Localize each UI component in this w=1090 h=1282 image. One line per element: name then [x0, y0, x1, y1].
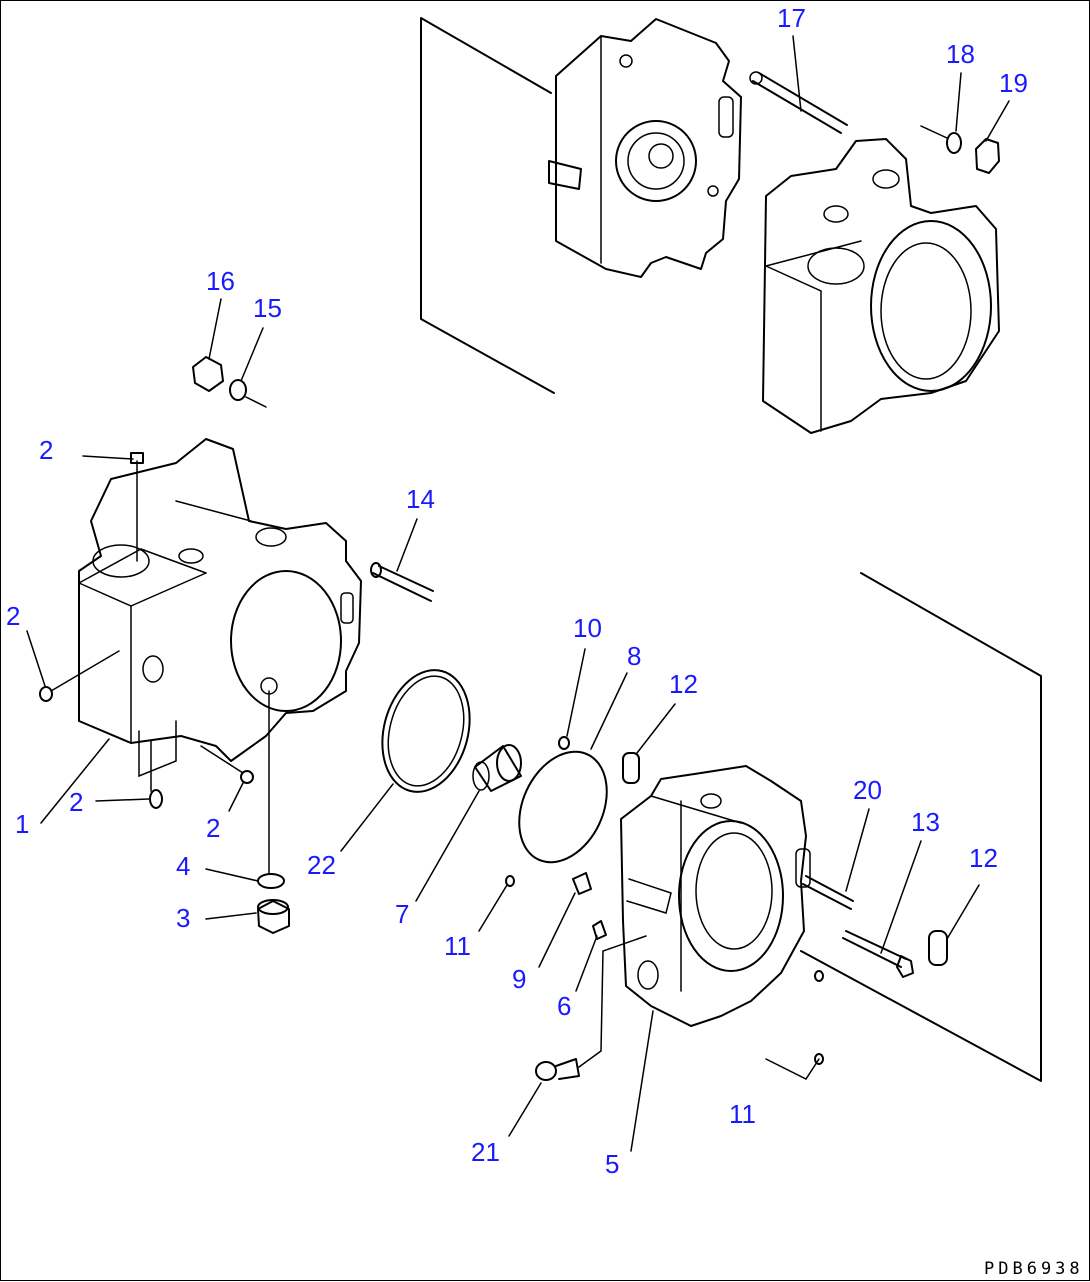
eyebolt-part-21 — [535, 935, 647, 1081]
callout-18: 18 — [946, 39, 975, 69]
callout-19: 19 — [999, 68, 1028, 98]
callout-11: 11 — [444, 931, 471, 961]
leader-lines — [26, 35, 1010, 1152]
callout-2: 2 — [69, 787, 83, 817]
stud-part-14 — [370, 562, 434, 602]
bearing-part-7 — [472, 744, 522, 792]
callout-2: 2 — [206, 813, 220, 843]
callout-14: 14 — [406, 484, 435, 514]
callout-12: 12 — [669, 669, 698, 699]
callout-7: 7 — [395, 899, 409, 929]
callout-2: 2 — [6, 601, 20, 631]
callout-2: 2 — [39, 435, 53, 465]
callout-21: 21 — [471, 1137, 500, 1167]
plate-part-12 — [622, 752, 948, 966]
callout-10: 10 — [573, 613, 602, 643]
callout-labels: 1 2 2 2 2 3 4 5 6 7 8 9 10 11 11 12 12 1… — [6, 3, 1028, 1179]
callout-1: 1 — [15, 809, 29, 839]
callout-12: 12 — [969, 843, 998, 873]
top-reference-assembly — [420, 17, 1000, 434]
pump-case-part-1 — [78, 438, 362, 874]
plug-part-3 — [257, 873, 290, 934]
callout-4: 4 — [176, 851, 190, 881]
callout-9: 9 — [512, 964, 526, 994]
small-parts-6-9-10-11 — [505, 736, 824, 1065]
callout-20: 20 — [853, 775, 882, 805]
callout-8: 8 — [627, 641, 641, 671]
callout-16: 16 — [206, 266, 235, 296]
callout-15: 15 — [253, 293, 282, 323]
seal-ring-part-22 — [381, 669, 471, 793]
callout-3: 3 — [176, 903, 190, 933]
end-case-part-5 — [620, 572, 1042, 1082]
callout-6: 6 — [557, 991, 571, 1021]
callout-11: 11 — [729, 1099, 756, 1129]
nut-washer-15-16 — [192, 356, 267, 408]
callout-17: 17 — [777, 3, 806, 33]
callout-22: 22 — [307, 850, 336, 880]
o-ring-part-8 — [518, 750, 608, 864]
callout-13: 13 — [911, 807, 940, 837]
callout-5: 5 — [605, 1149, 619, 1179]
bolts-part-2 — [39, 650, 254, 809]
drawing-code: PDB6938 — [984, 1259, 1084, 1279]
